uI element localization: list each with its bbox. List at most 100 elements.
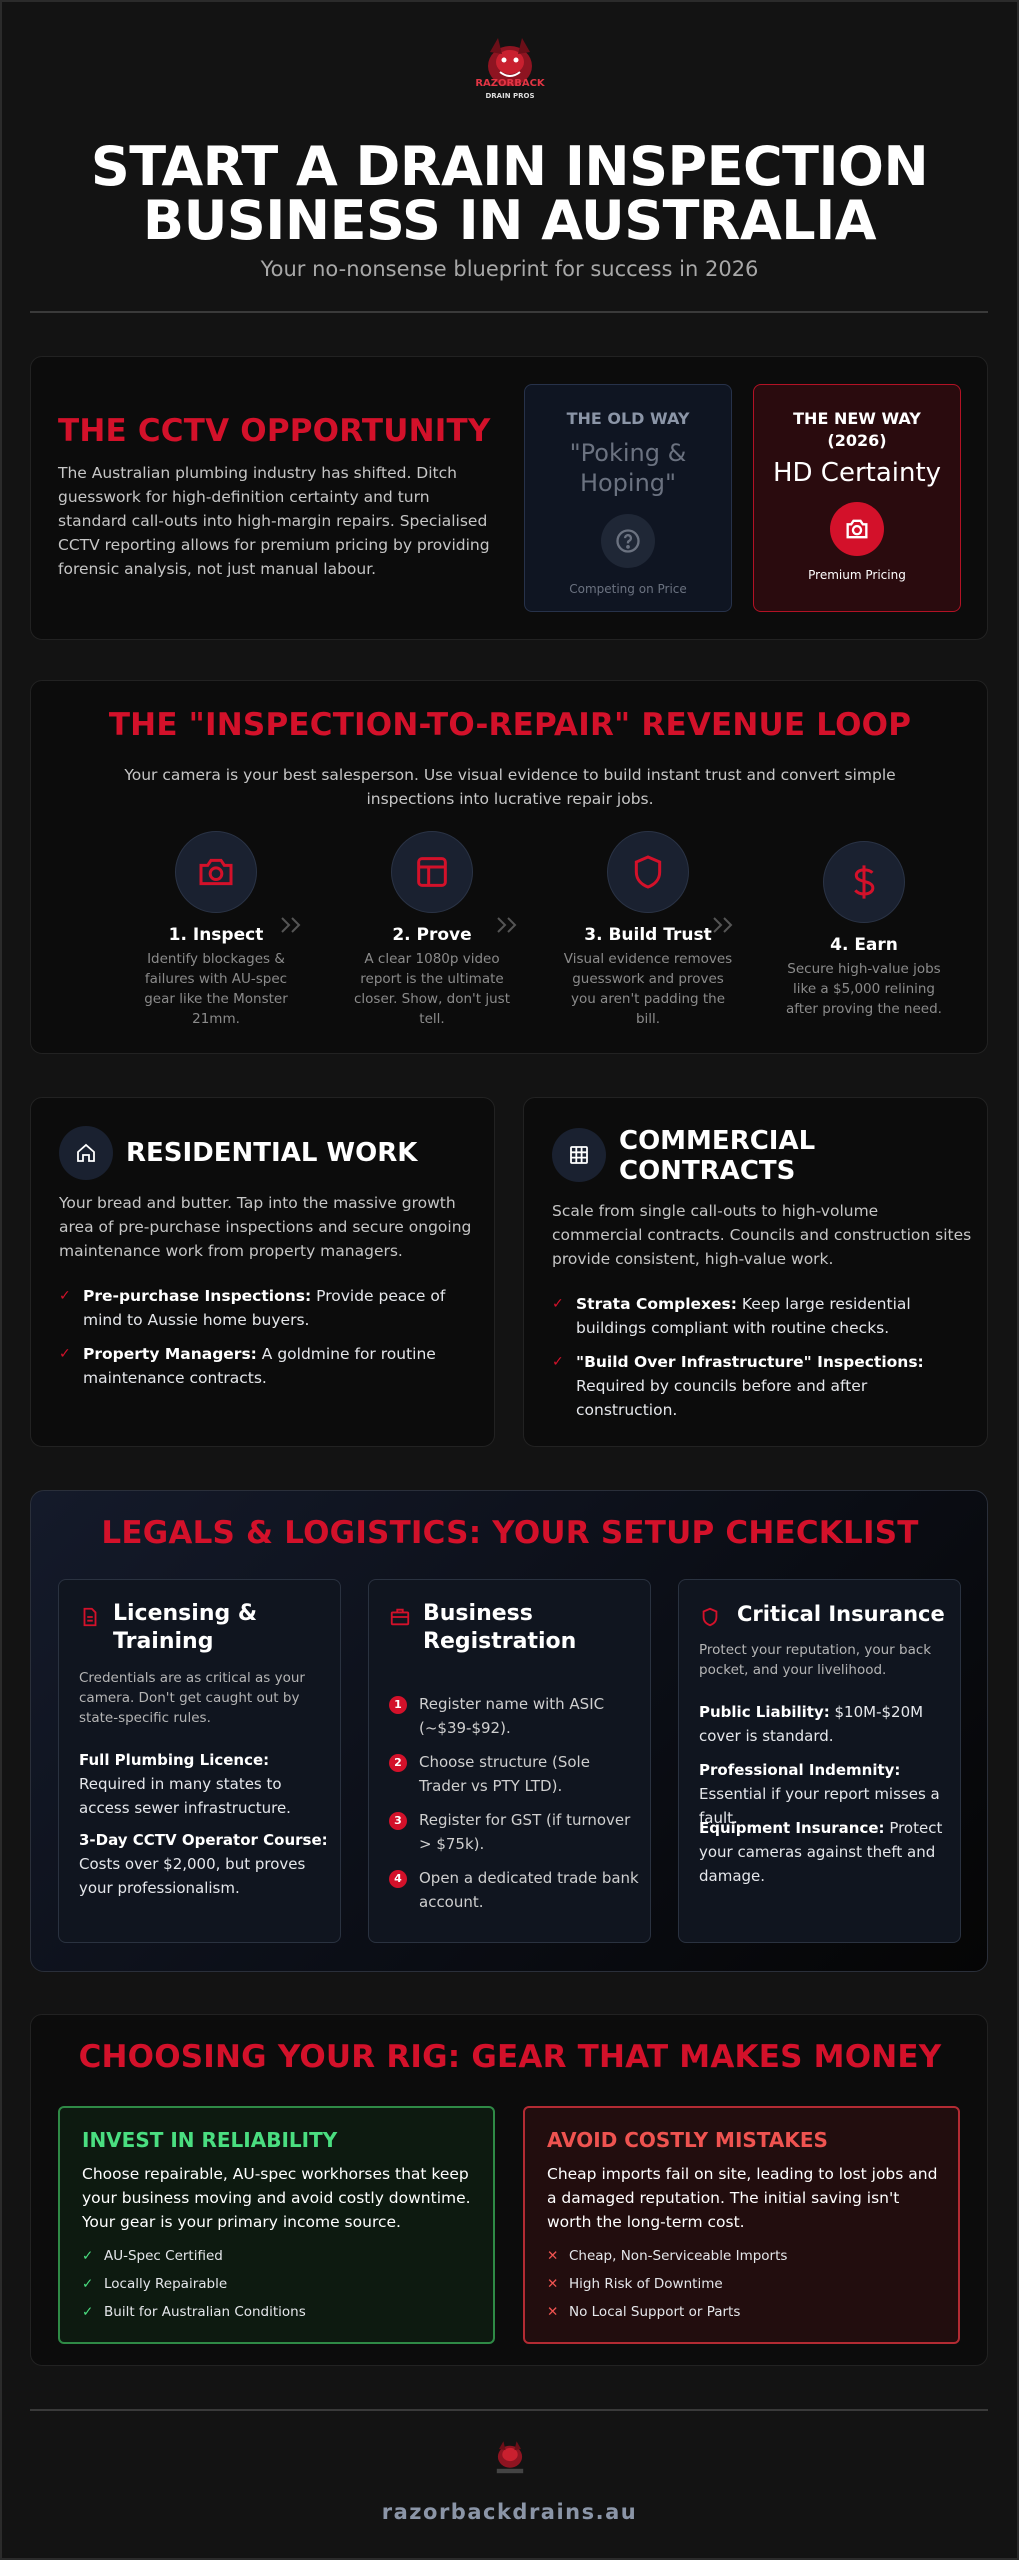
bad-body: Cheap imports fail on site, leading to l… <box>547 2165 938 2231</box>
item-strong: 3-Day CCTV Operator Course: <box>79 1831 328 1849</box>
opportunity-body: The Australian plumbing industry has shi… <box>58 464 490 578</box>
step-title: 4. Earn <box>830 935 898 955</box>
check-icon: ✓ <box>82 2304 94 2320</box>
registration-title: Business Registration <box>423 1600 576 1656</box>
list-item: Professional Indemnity: Essential if you… <box>699 1758 949 1830</box>
camera-icon <box>830 502 884 556</box>
step-number: 1 <box>389 1696 407 1714</box>
item-strong: Strata Complexes: <box>576 1295 737 1313</box>
loop-step-4: 4. Earn Secure high-value jobs like a $5… <box>779 841 949 1019</box>
new-way-box: THE NEW WAY (2026) HD Certainty Premium … <box>753 384 961 612</box>
list-item: 3-Day CCTV Operator Course: Costs over $… <box>79 1828 329 1900</box>
question-icon <box>601 514 655 568</box>
check-icon: ✓ <box>552 1296 564 1312</box>
item-strong: Pre-purchase Inspections: <box>83 1287 312 1305</box>
loop-step-2: 2. Prove A clear 1080p video report is t… <box>347 831 517 1029</box>
list-item: ✕Cheap, Non-Serviceable Imports <box>547 2248 787 2264</box>
old-way-caption: Competing on Price <box>569 582 687 596</box>
revenue-loop-section: THE "INSPECTION-TO-REPAIR" REVENUE LOOP … <box>30 680 988 1054</box>
item-text: Built for Australian Conditions <box>104 2304 306 2320</box>
header-divider <box>30 311 988 313</box>
x-icon: ✕ <box>547 2276 559 2292</box>
chevrons-right-icon <box>278 915 306 939</box>
residential-body: Your bread and butter. Tap into the mass… <box>59 1194 472 1260</box>
licensing-column: Licensing & Training Credentials are as … <box>58 1579 341 1943</box>
item-text: Locally Repairable <box>104 2276 228 2292</box>
item-strong: "Build Over Infrastructure" Inspections: <box>576 1353 924 1371</box>
step-title: 1. Inspect <box>168 925 264 945</box>
chevrons-right-icon <box>494 915 522 939</box>
good-body: Choose repairable, AU-spec workhorses th… <box>82 2165 471 2231</box>
invest-reliability-box: INVEST IN RELIABILITY Choose repairable,… <box>58 2106 495 2344</box>
item-text: No Local Support or Parts <box>569 2304 741 2320</box>
bad-title: AVOID COSTLY MISTAKES <box>547 2128 828 2152</box>
residential-section: RESIDENTIAL WORK Your bread and butter. … <box>30 1097 495 1447</box>
check-icon: ✓ <box>59 1346 71 1362</box>
footer-domain[interactable]: razorbackdrains.au <box>381 2500 638 2524</box>
list-item: ✕High Risk of Downtime <box>547 2276 723 2292</box>
item-text: Required by councils before and after co… <box>576 1377 868 1419</box>
x-icon: ✕ <box>547 2248 559 2264</box>
new-way-headline: HD Certainty <box>772 458 942 488</box>
step-desc: Secure high-value jobs like a $5,000 rel… <box>786 961 942 1017</box>
step-title: 3. Build Trust <box>584 925 712 945</box>
item-text: A goldmine for routine maintenance contr… <box>83 1345 436 1387</box>
loop-title: THE "INSPECTION-TO-REPAIR" REVENUE LOOP <box>108 707 912 743</box>
old-way-box: THE OLD WAY "Poking & Hoping" Competing … <box>524 384 732 612</box>
logo-text: RAZORBACK <box>475 78 545 89</box>
licensing-intro: Credentials are as critical as your came… <box>79 1670 305 1726</box>
list-item: Equipment Insurance: Protect your camera… <box>699 1816 949 1888</box>
item-strong: Full Plumbing Licence: <box>79 1751 270 1769</box>
step-desc: Identify blockages & failures with AU-sp… <box>144 951 288 1027</box>
list-item: ✕No Local Support or Parts <box>547 2304 740 2320</box>
commercial-title-line-2: CONTRACTS <box>619 1156 796 1186</box>
check-icon: ✓ <box>82 2248 94 2264</box>
item-text: Required in many states to access sewer … <box>79 1775 291 1817</box>
step-number: 2 <box>389 1754 407 1772</box>
item-strong: Professional Indemnity: <box>699 1761 901 1779</box>
commercial-title: COMMERCIAL CONTRACTS <box>619 1126 815 1186</box>
residential-title: RESIDENTIAL WORK <box>126 1138 418 1168</box>
registration-title-line-2: Registration <box>423 1629 577 1654</box>
new-way-label-line-2: (2026) <box>827 431 887 450</box>
building-icon <box>552 1128 606 1182</box>
licensing-title: Licensing & Training <box>113 1600 257 1656</box>
list-item: ✓ Pre-purchase Inspections: Provide peac… <box>59 1284 479 1332</box>
item-text: Keep large residential buildings complia… <box>576 1295 911 1337</box>
step-number: 3 <box>389 1812 407 1830</box>
step-title: 2. Prove <box>392 925 472 945</box>
check-icon: ✓ <box>82 2276 94 2292</box>
shield-icon <box>699 1606 721 1632</box>
briefcase-icon <box>389 1606 411 1632</box>
item-text: Protect your cameras against theft and d… <box>699 1819 943 1885</box>
insurance-title: Critical Insurance <box>737 1602 945 1626</box>
commercial-section: COMMERCIAL CONTRACTS Scale from single c… <box>523 1097 988 1447</box>
step-text: Choose structure (Sole Trader vs PTY LTD… <box>419 1753 590 1795</box>
step-text: Open a dedicated trade bank account. <box>419 1869 639 1911</box>
step-desc: Visual evidence removes guesswork and pr… <box>563 951 733 1027</box>
legals-section: LEGALS & LOGISTICS: YOUR SETUP CHECKLIST… <box>30 1490 988 1972</box>
new-way-label-line-1: THE NEW WAY <box>793 409 921 428</box>
shield-icon <box>607 831 689 913</box>
item-text: Essential if your report misses a fault. <box>699 1785 940 1827</box>
step-number: 4 <box>389 1870 407 1888</box>
new-way-caption: Premium Pricing <box>808 568 906 582</box>
footer-divider <box>30 2409 988 2411</box>
list-item: ✓ Built for Australian Conditions <box>82 2304 306 2320</box>
check-icon: ✓ <box>59 1288 71 1304</box>
title-line-2: BUSINESS IN AUSTRALIA <box>142 189 877 252</box>
old-way-label: THE OLD WAY <box>566 409 690 428</box>
item-text: Provide peace of mind to Aussie home buy… <box>83 1287 446 1329</box>
rig-title: CHOOSING YOUR RIG: GEAR THAT MAKES MONEY <box>78 2039 942 2075</box>
licensing-title-line-2: Training <box>113 1629 214 1654</box>
loop-step-3: 3. Build Trust Visual evidence removes g… <box>563 831 733 1029</box>
step-text: Register for GST (if turnover > $75k). <box>419 1811 631 1853</box>
item-text: Costs over $2,000, but proves your profe… <box>79 1855 306 1897</box>
list-item: Full Plumbing Licence: Required in many … <box>79 1748 329 1820</box>
document-icon <box>79 1606 101 1632</box>
list-item: ✓AU-Spec Certified <box>82 2248 223 2264</box>
registration-column: Business Registration 1 Register name wi… <box>368 1579 651 1943</box>
list-item: ✓ Locally Repairable <box>82 2276 227 2292</box>
step-text: Register name with ASIC (~$39-$92). <box>419 1695 605 1737</box>
chevrons-right-icon <box>710 915 738 939</box>
